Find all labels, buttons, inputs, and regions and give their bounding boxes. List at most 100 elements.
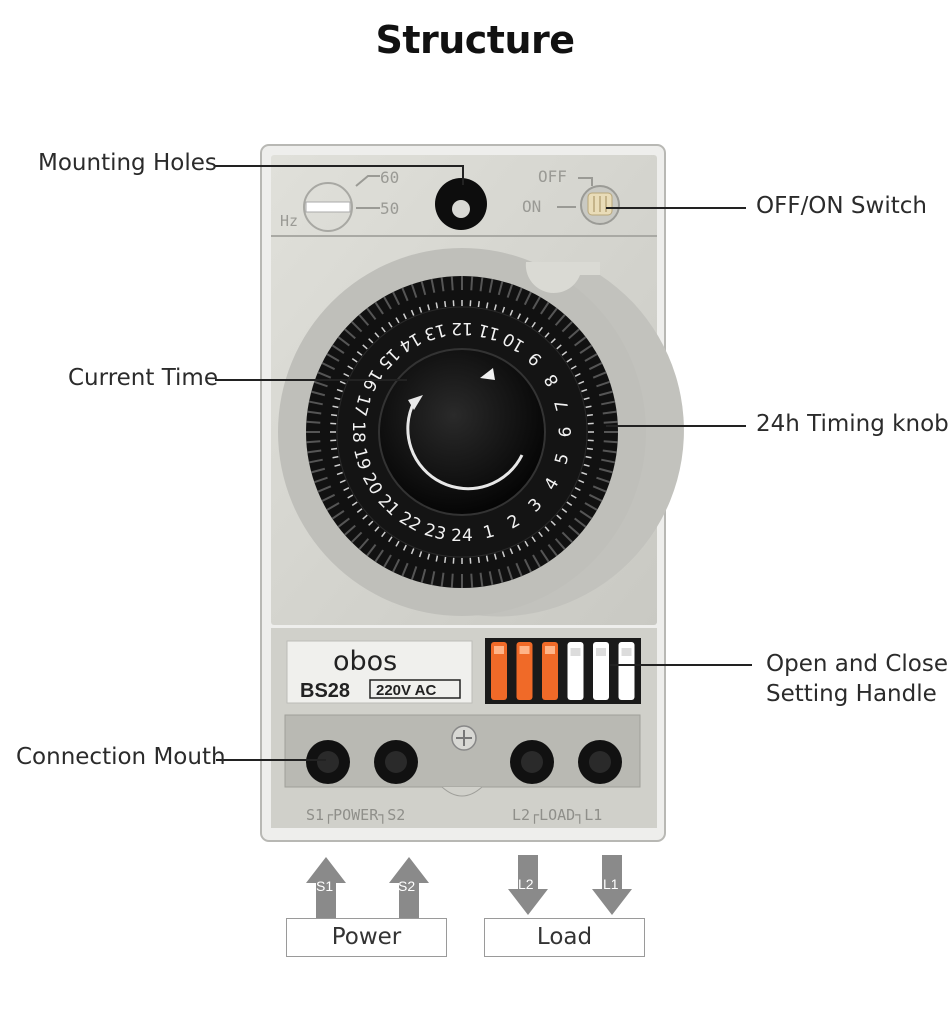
dial-minor-tick xyxy=(395,540,400,547)
dial-minor-tick xyxy=(343,372,350,377)
knurl-tick xyxy=(547,307,558,320)
dial-minor-tick xyxy=(570,494,577,499)
arrow-l2-label: L2 xyxy=(518,876,534,892)
dial-minor-tick xyxy=(570,365,577,370)
knurl-tick xyxy=(337,336,350,347)
knurl-tick xyxy=(598,390,613,397)
knurl-tick xyxy=(601,458,616,464)
dial-minor-tick xyxy=(410,309,415,316)
knurl-tick xyxy=(515,562,523,577)
knurl-tick xyxy=(308,458,323,464)
dial-minor-tick xyxy=(501,551,506,558)
knurl-tick xyxy=(598,467,613,474)
dial-number: 24 xyxy=(451,526,473,546)
arrow-s2-label: S2 xyxy=(398,878,415,894)
dial-minor-tick xyxy=(336,388,343,393)
dial-minor-tick xyxy=(444,301,447,308)
dial-minor-tick xyxy=(351,501,358,506)
dial-minor-tick xyxy=(493,553,497,560)
knurl-tick xyxy=(358,538,370,550)
knurl-tick xyxy=(603,420,618,424)
knurl-tick xyxy=(601,400,616,406)
callout-mounting-holes: Mounting Holes xyxy=(38,150,217,176)
terminal-screw xyxy=(317,751,339,773)
callout-connection-mouth: Connection Mouth xyxy=(16,744,226,770)
dial-minor-tick xyxy=(586,414,593,417)
dial-minor-tick xyxy=(362,344,368,350)
terminal-screw xyxy=(521,751,543,773)
knurl-tick xyxy=(592,485,607,493)
dial-minor-tick xyxy=(566,501,573,506)
dial-minor-tick xyxy=(509,309,514,316)
knurl-tick xyxy=(331,510,345,520)
arrow-s2 xyxy=(389,857,429,918)
knurl-tick xyxy=(306,440,321,444)
knurl-tick xyxy=(326,502,340,511)
knurl-tick xyxy=(358,314,370,326)
terminal-screw-center xyxy=(451,725,477,751)
knurl-tick xyxy=(366,544,377,557)
setting-handle-off xyxy=(618,642,635,700)
knurl-tick xyxy=(344,524,356,536)
dial-minor-tick xyxy=(418,306,423,313)
knurl-tick xyxy=(350,531,363,544)
knurl-tick xyxy=(523,291,532,306)
dial-number: 18 xyxy=(348,421,368,443)
dial-minor-tick xyxy=(402,544,407,551)
setting-handle-off xyxy=(593,642,609,700)
callout-timing-knob: 24h Timing knob xyxy=(756,411,949,437)
callout-line-current-time xyxy=(215,379,407,381)
dial-minor-tick xyxy=(531,536,536,543)
knurl-tick xyxy=(420,568,427,583)
dial-minor-tick xyxy=(556,514,562,520)
dial-minor-tick xyxy=(356,508,363,513)
setting-handle-on xyxy=(491,642,507,700)
dial-minor-tick xyxy=(544,526,550,532)
knurl-tick xyxy=(596,380,611,388)
knurl-tick xyxy=(554,538,566,550)
setting-handle-strip xyxy=(485,638,641,704)
setting-handle-tab xyxy=(519,646,530,654)
dial-minor-tick xyxy=(485,555,489,562)
dial-minor-tick xyxy=(388,321,393,328)
dial-minor-tick xyxy=(561,508,568,513)
dial-minor-tick xyxy=(331,447,338,450)
knurl-tick xyxy=(574,517,587,528)
dial-minor-tick xyxy=(574,372,581,377)
dial-minor-tick xyxy=(347,494,354,499)
callout-setting-handle-line1: Open and Close xyxy=(766,651,948,677)
mounting-hole xyxy=(435,178,487,230)
dial-minor-tick xyxy=(517,313,522,320)
knurl-tick xyxy=(540,301,550,315)
knurl-tick xyxy=(440,572,445,587)
center-knob xyxy=(378,348,546,516)
setting-handle-off xyxy=(567,642,584,700)
knurl-tick xyxy=(392,558,401,573)
knurl-tick xyxy=(506,283,514,298)
dial-minor-tick xyxy=(581,388,588,393)
dial-minor-tick xyxy=(524,317,529,324)
knurl-tick xyxy=(579,510,593,520)
callout-off-on-switch: OFF/ON Switch xyxy=(756,193,927,219)
knurl-tick xyxy=(497,568,504,583)
knurl-tick xyxy=(401,287,409,302)
dial-minor-tick xyxy=(334,463,341,467)
knurl-tick xyxy=(383,554,392,568)
connection-terminals xyxy=(306,740,622,784)
dial-minor-tick xyxy=(331,414,338,417)
knurl-tick xyxy=(307,410,322,415)
dial-minor-tick xyxy=(544,332,550,338)
knurl-tick xyxy=(430,571,436,586)
knurl-tick xyxy=(383,296,392,310)
knurl-tick xyxy=(410,566,418,581)
dial-number: 12 xyxy=(451,318,473,338)
callout-line-setting-handle xyxy=(610,664,752,666)
arrow-l1-label: L1 xyxy=(603,876,619,892)
dial-minor-tick xyxy=(538,531,543,538)
knurl-tick xyxy=(317,371,332,379)
knurl-tick xyxy=(523,558,532,573)
dial-minor-tick xyxy=(339,479,346,484)
knurl-tick xyxy=(308,400,323,406)
knurl-tick xyxy=(592,371,607,379)
